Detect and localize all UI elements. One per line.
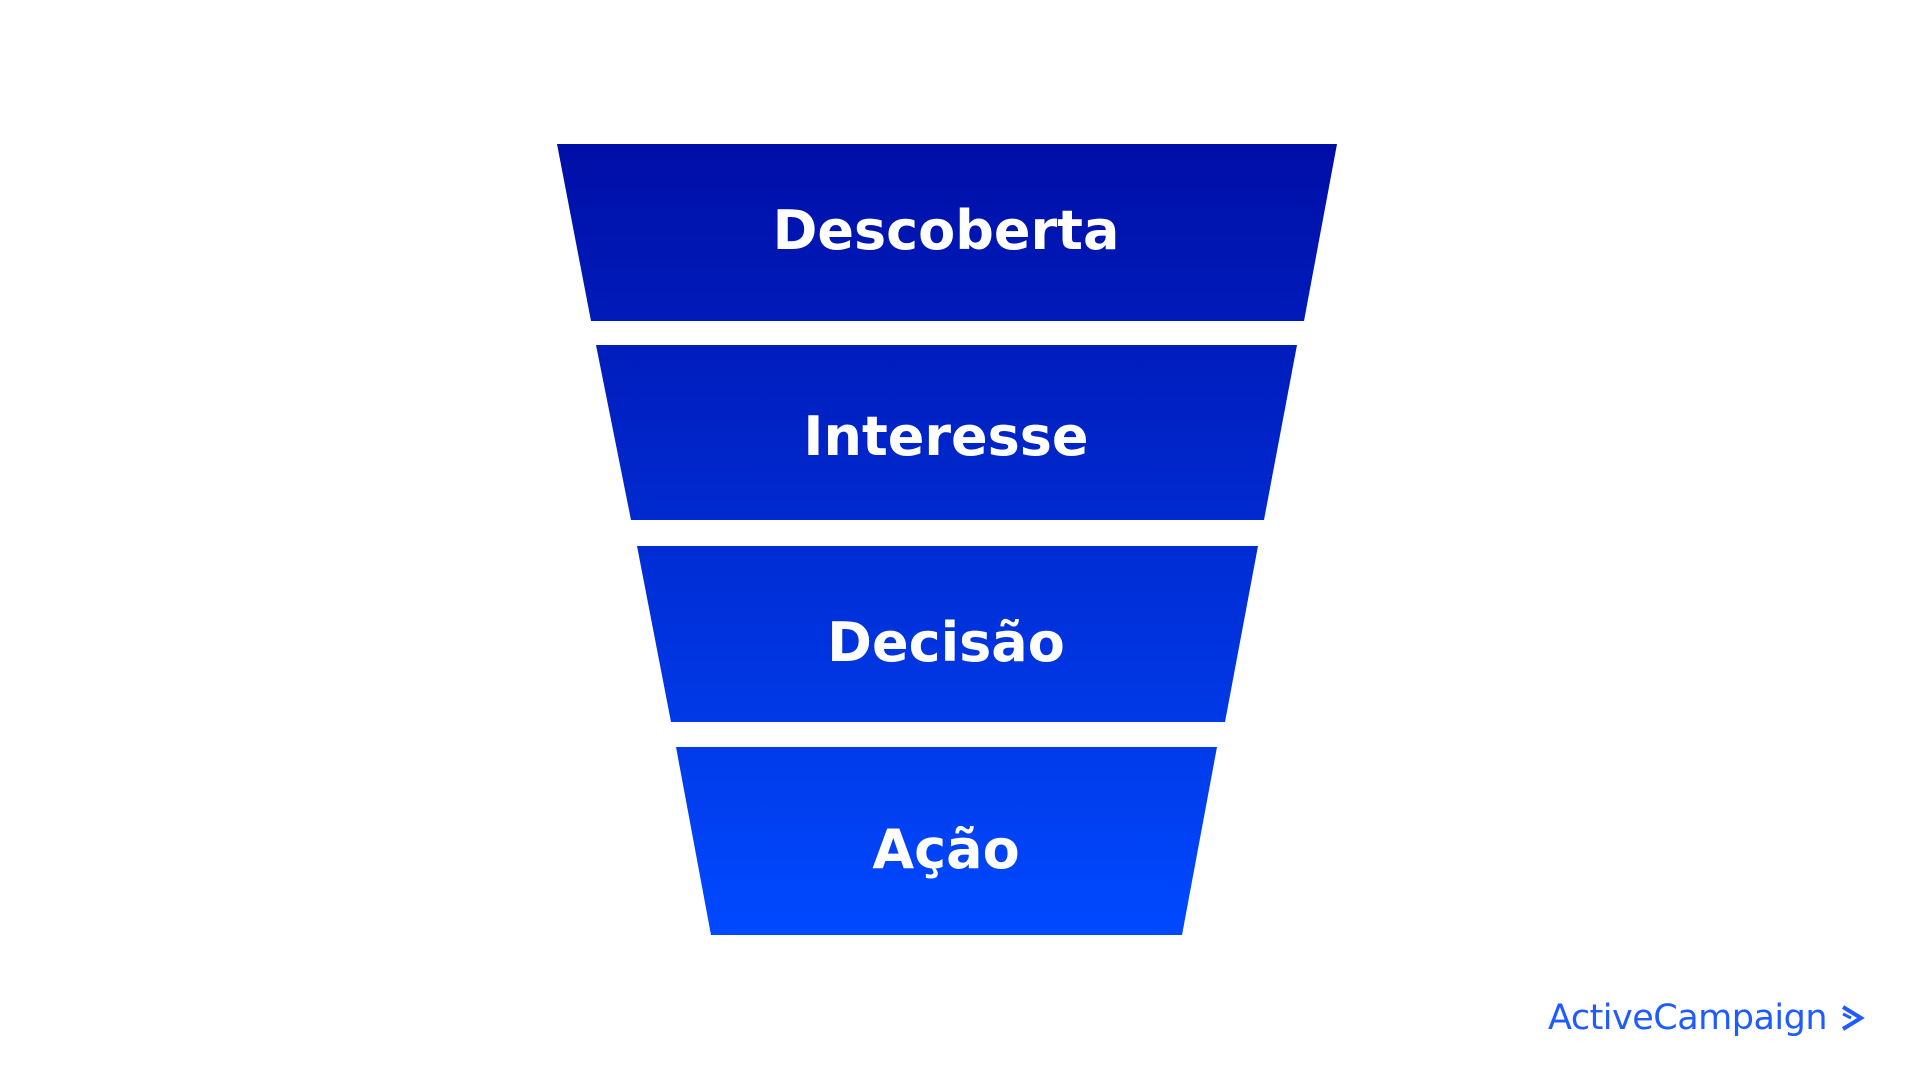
stage-label: Decisão bbox=[827, 611, 1065, 674]
chevron-right-icon bbox=[1842, 1005, 1865, 1031]
activecampaign-logo: ActiveCampaign bbox=[1548, 998, 1865, 1038]
stage-label: Interesse bbox=[803, 405, 1088, 468]
funnel-stage-interest: Interesse bbox=[596, 345, 1297, 520]
brand-name: ActiveCampaign bbox=[1548, 998, 1828, 1038]
funnel-stage-decision: Decisão bbox=[637, 546, 1258, 722]
funnel-stage-action: Ação bbox=[676, 747, 1217, 935]
stage-label: Descoberta bbox=[773, 199, 1120, 262]
funnel-segment bbox=[596, 345, 1297, 520]
funnel-segment bbox=[676, 747, 1217, 935]
funnel-stage-discovery: Descoberta bbox=[557, 144, 1337, 321]
stage-label: Ação bbox=[872, 818, 1019, 881]
funnel-segment bbox=[557, 144, 1337, 321]
funnel-segment bbox=[637, 546, 1258, 722]
